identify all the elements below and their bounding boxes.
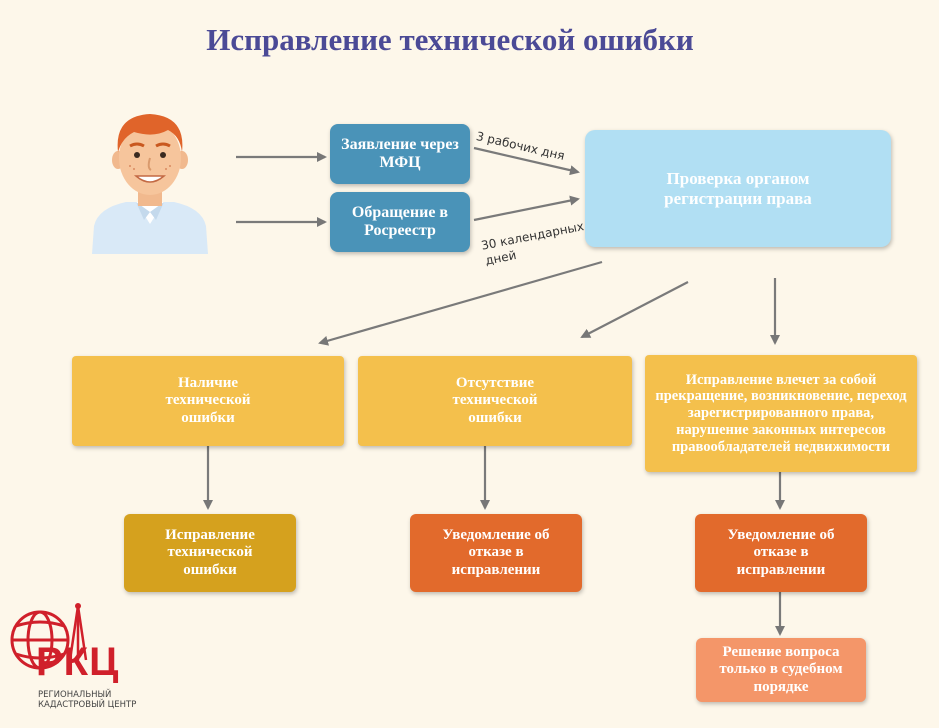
node-error-fixed: Исправление технической ошибки bbox=[124, 514, 296, 592]
page-title: Исправление технической ошибки bbox=[206, 22, 694, 57]
node-registration-check: Проверка органом регистрации права bbox=[585, 130, 891, 247]
logo-caption-line2: КАДАСТРОВЫЙ ЦЕНТР bbox=[38, 700, 137, 711]
node-consequences: Исправление влечет за собой прекращение,… bbox=[645, 355, 917, 472]
node-mfc-application: Заявление через МФЦ bbox=[330, 124, 470, 184]
node-court-decision: Решение вопроса только в судебном порядк… bbox=[696, 638, 866, 702]
node-refusal-notice-1: Уведомление об отказе в исправлении bbox=[410, 514, 582, 592]
node-rosreestr-application: Обращение в Росреестр bbox=[330, 192, 470, 252]
logo-caption-line1: РЕГИОНАЛЬНЫЙ bbox=[38, 690, 112, 700]
arrow-mfc-to-check bbox=[473, 146, 580, 176]
node-refusal-notice-2: Уведомление об отказе в исправлении bbox=[695, 514, 867, 592]
logo-abbreviation: РКЦ bbox=[36, 640, 120, 684]
globe-logo-icon bbox=[10, 603, 88, 670]
node-error-present: Наличие технической ошибки bbox=[72, 356, 344, 446]
person-avatar-icon bbox=[92, 114, 208, 254]
arrow-rosreestr-to-check bbox=[473, 195, 580, 222]
logo-caption: РЕГИОНАЛЬНЫЙ КАДАСТРОВЫЙ ЦЕНТР bbox=[38, 690, 136, 710]
arrow-check-to-has-error bbox=[318, 260, 603, 346]
arrow-check-to-no-error bbox=[580, 281, 689, 338]
node-error-absent: Отсутствие технической ошибки bbox=[358, 356, 632, 446]
